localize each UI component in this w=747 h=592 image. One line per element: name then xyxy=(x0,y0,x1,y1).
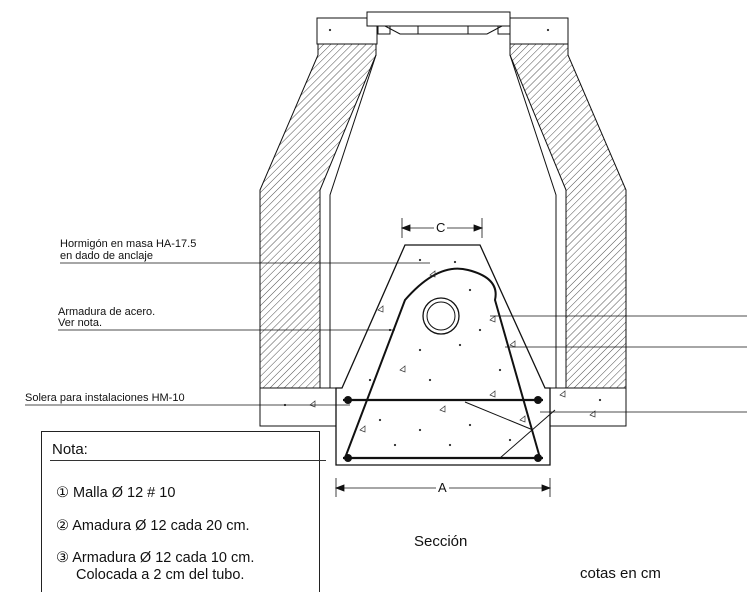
base-slab xyxy=(259,387,627,427)
note-item-2-text: Amadura Ø 12 cada 20 cm. xyxy=(72,518,250,534)
note-item-1: ① Malla Ø 12 # 10 xyxy=(56,485,175,502)
concrete-texture xyxy=(283,28,602,447)
note-item-2: ② Amadura Ø 12 cada 20 cm. xyxy=(56,518,250,535)
note-item-3: ③ Armadura Ø 12 cada 10 cm. xyxy=(56,550,254,567)
anchor-block xyxy=(335,244,556,466)
note-box: Nota: ① Malla Ø 12 # 10 ② Amadura Ø 12 c… xyxy=(41,431,326,592)
section-title: Sección xyxy=(414,533,468,550)
units-note: cotas en cm xyxy=(580,565,661,582)
dimension-c: C xyxy=(434,220,448,235)
label-hormigon-line1: Hormigón en masa HA-17.5 xyxy=(60,238,197,250)
note-item-2-marker: ② xyxy=(56,518,69,534)
note-item-1-marker: ① xyxy=(56,485,69,501)
label-armadura-line1: Armadura de acero. xyxy=(58,306,156,318)
leader-lines xyxy=(25,262,747,413)
note-item-1-text: Malla Ø 12 # 10 xyxy=(73,485,176,501)
manhole-cover xyxy=(316,11,569,45)
dimension-a: A xyxy=(436,480,449,495)
label-armadura-line2: Ver nota. xyxy=(58,317,103,329)
note-item-3-marker: ③ xyxy=(56,550,69,566)
label-solera: Solera para instalaciones HM-10 xyxy=(25,392,185,404)
note-item-3-text: Armadura Ø 12 cada 10 cm. xyxy=(72,550,255,566)
manhole-wall-right xyxy=(509,43,627,389)
note-item-3-line2: Colocada a 2 cm del tubo. xyxy=(76,567,245,583)
label-hormigon-line2: en dado de anclaje xyxy=(60,250,153,262)
note-divider xyxy=(50,460,326,461)
note-title: Nota: xyxy=(52,441,88,458)
manhole-wall-left xyxy=(259,43,377,389)
